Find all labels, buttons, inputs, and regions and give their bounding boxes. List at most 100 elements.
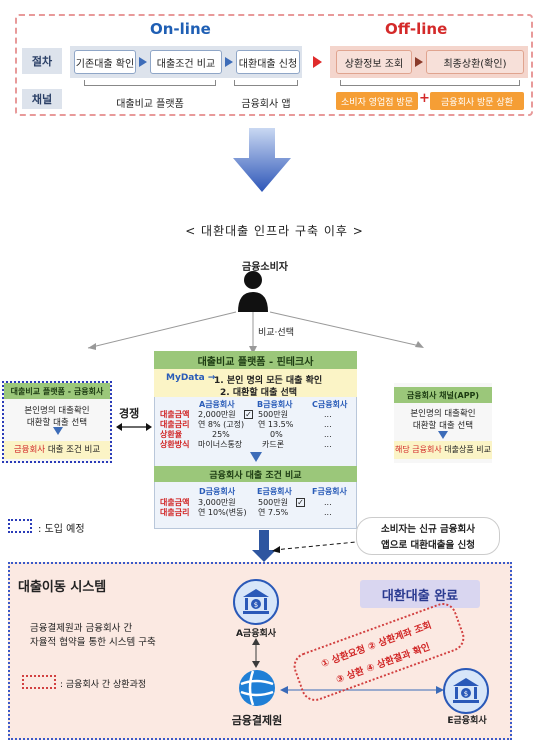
table1-row-labels: 대출금액 대출금리 상환율 상환방식 (160, 410, 189, 450)
right-box-bottom-red: 해당 금융회사 (395, 445, 442, 454)
left-box-bottom-rest: 대출 조건 비교 (45, 445, 101, 455)
table2-cell: 연 7.5% (258, 508, 289, 517)
left-box-bottom-red: 금융회사 (13, 445, 46, 455)
table1-cell: ... (324, 440, 332, 449)
table1-cell: ... (324, 410, 332, 419)
table1-row-label: 상환율 (160, 430, 183, 439)
table2-header-d: D금융회사 (199, 487, 236, 496)
callout-bubble (356, 517, 500, 555)
channel-comparison-platform: 대출비교 플랫폼 (116, 99, 184, 110)
table1-cell: 0% (270, 430, 283, 439)
step-compare-loan-terms: 대출조건 비교 (150, 50, 222, 74)
step-check-existing-loan: 기존대출 확인 (74, 50, 136, 74)
section-title: < 대환대출 인프라 구축 이후 > (185, 224, 364, 238)
right-box-down-arrow-icon (438, 431, 448, 439)
right-box-bottom: 해당 금융회사 대출상품 비교 (394, 441, 492, 459)
step-apply-refinance: 대환대출 신청 (236, 50, 300, 74)
mydata-band (154, 369, 357, 397)
table2-col-e: 500만원 연 7.5% (258, 498, 288, 518)
left-box-line1: 본인명의 대출확인 (24, 406, 90, 416)
channel-branch-visit: 소비자 영업점 방문 (336, 92, 418, 110)
before-process-panel (15, 14, 533, 116)
channel-financial-app: 금융회사 앱 (241, 99, 291, 110)
table1-header-c: C금융회사 (312, 400, 348, 409)
bank-a-icon: $ (233, 579, 279, 625)
right-box-line2: 대환할 대출 선택 (412, 421, 474, 431)
table1-row-label: 대출금리 (160, 420, 190, 429)
callout-pointer (272, 541, 357, 553)
bank-a-label: A금융회사 (235, 629, 277, 639)
table1-cell: 2,000만원 (198, 410, 236, 419)
system-desc2: 자율적 협약을 통한 시스템 구축 (30, 637, 156, 648)
table2-col-d: 3,000만원 연 10%(변동) (198, 498, 247, 518)
offline-title: Off-line (385, 20, 448, 38)
step-arrow-icon (225, 57, 233, 67)
table1-cell: 25% (212, 430, 230, 439)
system-desc1: 금융결제원과 금융회사 간 (30, 623, 133, 634)
checkbox-checked-icon: ✓ (296, 498, 305, 507)
table1-cell: ... (324, 420, 332, 429)
transition-arrow-icon (313, 56, 322, 68)
apply-arrow-head-icon (252, 550, 276, 562)
plus-icon: + (419, 91, 430, 106)
step-repayment-inquiry: 상환정보 조회 (336, 50, 412, 74)
completion-badge: 대환대출 완료 (360, 580, 480, 608)
left-box-down-arrow-icon (53, 427, 63, 435)
channel-company-repayment: 금융회사 방문 상환 (430, 92, 524, 110)
table1-cell: 연 13.5% (258, 420, 294, 429)
step-final-repayment: 최종상환(확인) (426, 50, 524, 74)
table2-row-label: 대출금액 (160, 498, 190, 507)
table1-cell: 연 8% (고정) (198, 420, 245, 429)
table2-cell: 3,000만원 (198, 498, 236, 507)
channel-label: 채널 (22, 89, 62, 109)
mydata-line1: 1. 본인 명의 모든 대출 확인 (214, 376, 323, 386)
left-box-title: 대출비교 플랫폼 - 금융회사 (4, 383, 110, 399)
table2-header-e: E금융회사 (257, 487, 292, 496)
callout-line2: 앱으로 대환대출을 신청 (380, 540, 475, 551)
table2-row-labels: 대출금액 대출금리 (160, 498, 189, 518)
planned-legend-swatch (8, 519, 32, 533)
bank-building-icon: $ (243, 589, 269, 614)
table1-cell: 마이너스통장 (198, 440, 243, 449)
compare-title: 금융회사 대출 조건 비교 (154, 466, 357, 482)
competition-label: 경쟁 (119, 407, 140, 420)
bank-e-icon: $ (443, 668, 489, 714)
callout-line1: 소비자는 신규 금융회사 (380, 524, 475, 535)
center-box-title: 대출비교 플랫폼 - 핀테크사 (154, 351, 357, 369)
online-bracket (84, 80, 216, 86)
table1-header-a: A금융회사 (199, 400, 235, 409)
table2-cell: 연 10%(변동) (198, 508, 247, 517)
table1-cell: ... (324, 430, 332, 439)
svg-text:$: $ (464, 690, 468, 698)
compare-down-arrow-icon (250, 452, 262, 462)
compare-select-label: 비교·선택 (258, 328, 294, 338)
step-arrow-icon (415, 57, 423, 67)
left-box-line2: 대환할 대출 선택 (26, 418, 88, 428)
table1-col-b: 500만원 연 13.5% 0% 카드론 (258, 410, 293, 450)
table2-row-label: 대출금리 (160, 508, 190, 517)
table2-col-f: ... ... (324, 498, 332, 518)
kftc-label: 금융결제원 (231, 714, 283, 727)
right-box-title: 금융회사 채널(APP) (394, 387, 492, 403)
offline-bracket (340, 80, 520, 86)
step-arrow-icon (139, 57, 147, 67)
apply-arrow-shaft (259, 530, 269, 552)
right-box-line1: 본인명의 대출확인 (410, 409, 476, 419)
person-icon (238, 271, 268, 312)
table1-col-a: 2,000만원 연 8% (고정) 25% 마이너스통장 (198, 410, 244, 450)
table1-header-b: B금융회사 (257, 400, 293, 409)
kftc-logo-icon (239, 670, 275, 706)
table1-row-label: 상환방식 (160, 440, 190, 449)
planned-legend-label: : 도입 예정 (38, 524, 85, 535)
transition-down-arrow-icon (233, 128, 291, 192)
table2-cell: 500만원 (258, 498, 288, 507)
table2-cell: ... (324, 508, 332, 517)
mydata-label: MyData → (166, 373, 216, 383)
procedure-label: 절차 (22, 48, 62, 74)
table1-row-label: 대출금액 (160, 410, 190, 419)
right-box-bottom-rest: 대출상품 비교 (441, 445, 491, 454)
svg-text:$: $ (254, 601, 258, 609)
online-bracket (234, 80, 298, 86)
table1-cell: 500만원 (258, 410, 288, 419)
